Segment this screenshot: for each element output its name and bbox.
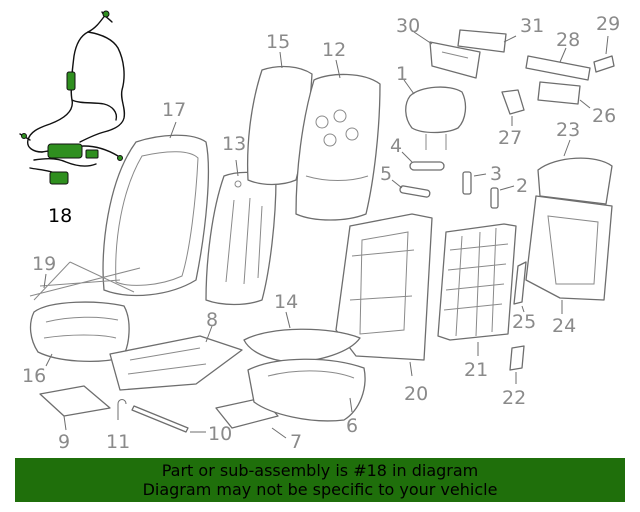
callout-8: 8	[206, 309, 218, 331]
notice-line-2: Diagram may not be specific to your vehi…	[142, 480, 498, 499]
part-12-backrest-foam[interactable]	[295, 59, 381, 221]
part-21-spring-mat[interactable]	[437, 223, 517, 356]
callout-2: 2	[516, 175, 528, 197]
part-2-pin[interactable]	[490, 185, 515, 209]
part-26-switch-panel[interactable]	[537, 81, 591, 109]
callout-18: 18	[48, 205, 72, 227]
part-24-rear-panel[interactable]	[525, 195, 613, 314]
callout-16: 16	[22, 365, 46, 387]
part-25-bracket[interactable]	[513, 261, 527, 313]
callout-23: 23	[556, 119, 580, 141]
callout-labels: 1 2 3 4 5 6 7 8 9 10 11 12 13 14 15 16 1…	[22, 13, 620, 453]
callout-5: 5	[380, 163, 392, 185]
callout-11: 11	[106, 431, 130, 453]
callout-7: 7	[290, 431, 302, 453]
callout-3: 3	[490, 163, 502, 185]
part-30-latch-bracket[interactable]	[413, 31, 481, 79]
part-13-backrest-pad[interactable]	[205, 159, 277, 306]
part-16-cushion-cover[interactable]	[29, 301, 130, 367]
callout-14: 14	[274, 291, 298, 313]
callout-15: 15	[266, 31, 290, 53]
part-29-connector[interactable]	[593, 35, 615, 73]
callout-29: 29	[596, 13, 620, 35]
part-23-rear-cover[interactable]	[537, 139, 613, 205]
callout-31: 31	[520, 15, 544, 37]
callout-22: 22	[502, 387, 526, 409]
part-11-hook[interactable]	[117, 399, 127, 421]
callout-6: 6	[346, 415, 358, 437]
callout-20: 20	[404, 383, 428, 405]
part-4-guide[interactable]	[401, 151, 445, 171]
part-14-cushion-pad[interactable]	[243, 311, 361, 363]
callout-21: 21	[464, 359, 488, 381]
callout-19: 19	[32, 253, 56, 275]
part-20-seatback-frame[interactable]	[335, 213, 433, 377]
notice-banner: Part or sub-assembly is #18 in diagram D…	[15, 458, 625, 502]
callout-12: 12	[322, 39, 346, 61]
part-15-rear-panel[interactable]	[246, 51, 313, 186]
part-31-cover-plate[interactable]	[457, 29, 517, 53]
callout-10: 10	[208, 423, 232, 445]
callout-27: 27	[498, 127, 522, 149]
callout-26: 26	[592, 105, 616, 127]
callout-17: 17	[162, 99, 186, 121]
part-18-wiring-harness[interactable]	[19, 10, 126, 185]
callout-1: 1	[396, 63, 408, 85]
callout-28: 28	[556, 29, 580, 51]
part-10-rod[interactable]	[131, 405, 206, 433]
callout-9: 9	[58, 431, 70, 453]
part-9-pad[interactable]	[39, 385, 111, 431]
part-5-guide-strip[interactable]	[391, 179, 431, 198]
notice-line-1: Part or sub-assembly is #18 in diagram	[161, 461, 479, 480]
part-28-trim-strip[interactable]	[525, 47, 591, 81]
callout-4: 4	[390, 135, 402, 157]
callout-24: 24	[552, 315, 576, 337]
callout-25: 25	[512, 311, 536, 333]
part-1-headrest[interactable]	[403, 79, 467, 150]
part-17-backrest-cover[interactable]	[102, 121, 210, 297]
callout-13: 13	[222, 133, 246, 155]
part-19-wire-mesh[interactable]	[29, 261, 141, 301]
part-3-bolt[interactable]	[462, 171, 487, 195]
part-8-seat-pan-sheet[interactable]	[109, 325, 243, 391]
part-6-seat-foam[interactable]	[247, 358, 366, 422]
part-22-bracket[interactable]	[509, 345, 525, 384]
callout-30: 30	[396, 15, 420, 37]
part-27-clip[interactable]	[501, 89, 525, 126]
